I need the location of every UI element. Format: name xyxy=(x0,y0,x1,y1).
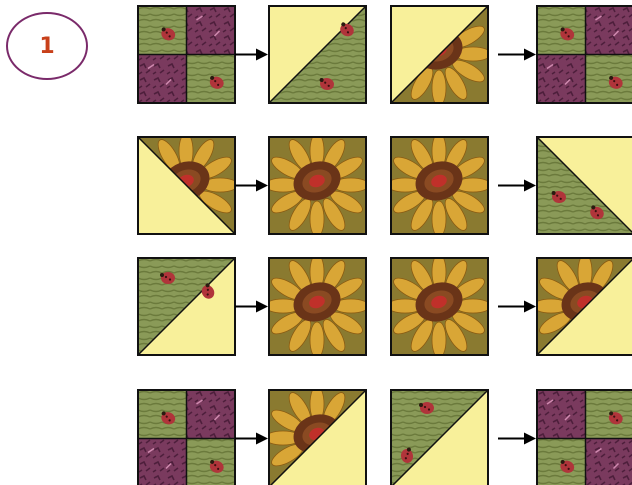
arrow-row3-b xyxy=(498,300,536,313)
tile-row4-input-b xyxy=(390,389,489,485)
tile-row4-input-a xyxy=(137,389,236,485)
tile-row3-output-b xyxy=(536,257,632,356)
arrow-row4-b xyxy=(498,432,536,445)
step-number: 1 xyxy=(39,33,55,59)
tile-row1-output-b xyxy=(536,5,632,104)
arrow-row3-a xyxy=(235,300,268,313)
tile-row4-output-b xyxy=(536,389,632,485)
arrow-row2-a xyxy=(235,179,268,192)
tile-row1-input-a xyxy=(137,5,236,104)
tile-row2-output-b xyxy=(536,136,632,235)
step-number-badge: 1 xyxy=(6,12,88,80)
tile-row2-input-a xyxy=(137,136,236,235)
tile-row1-output-a xyxy=(268,5,367,104)
arrow-row2-b xyxy=(498,179,536,192)
tile-row3-input-a xyxy=(137,257,236,356)
tile-row1-input-b xyxy=(390,5,489,104)
tile-row4-output-a xyxy=(268,389,367,485)
arrow-row1-b xyxy=(498,48,536,61)
arrow-row4-a xyxy=(235,432,268,445)
arrow-row1-a xyxy=(235,48,268,61)
tile-row2-output-a xyxy=(268,136,367,235)
tile-row2-input-b xyxy=(390,136,489,235)
tile-row3-input-b xyxy=(390,257,489,356)
tile-row3-output-a xyxy=(268,257,367,356)
